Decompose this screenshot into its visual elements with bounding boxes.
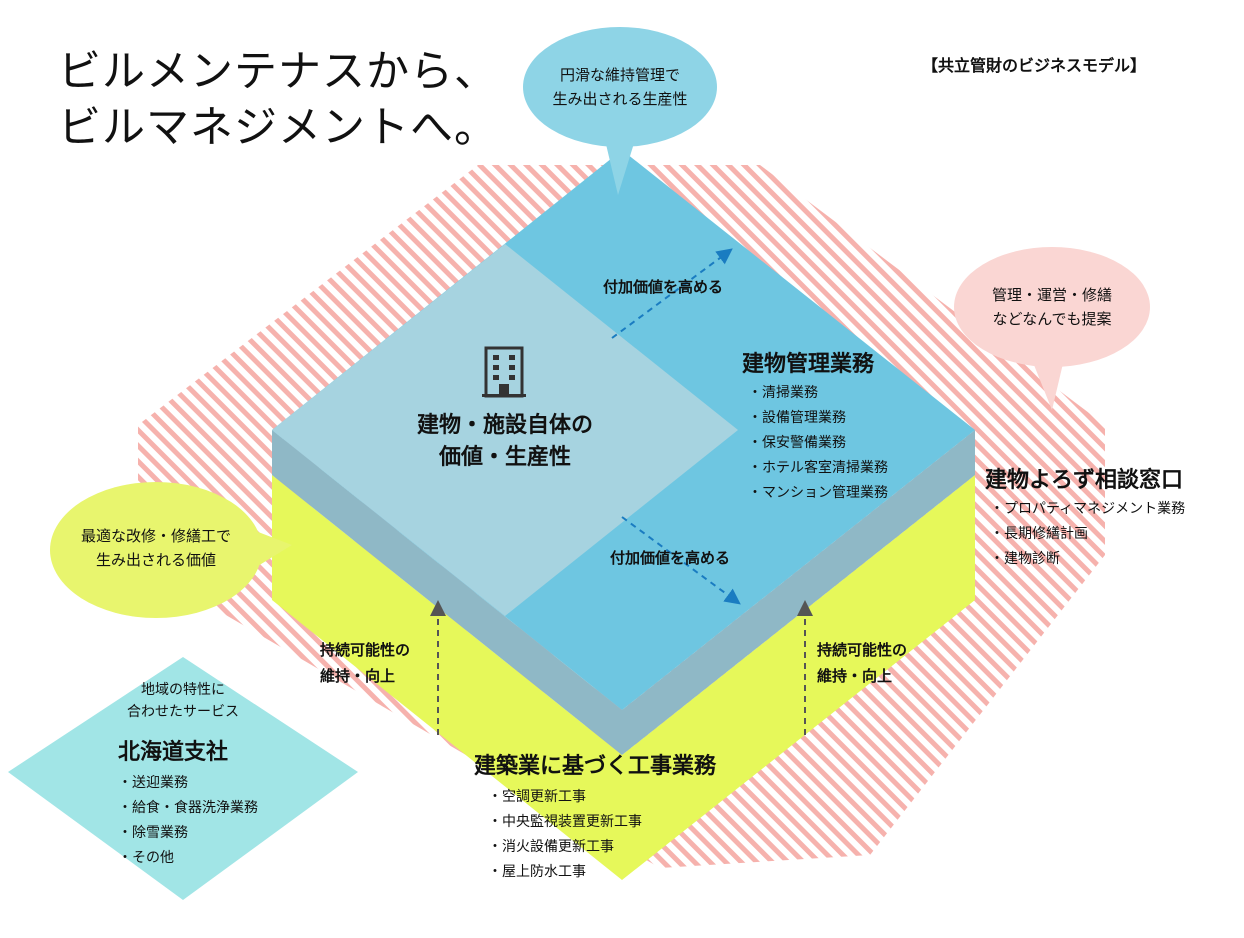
list-item: 保安警備業務 <box>748 431 888 456</box>
hokkaido-subtitle-line2: 合わせたサービス <box>127 704 239 720</box>
center-line2: 価値・生産性 <box>438 445 571 470</box>
list-item: プロパティマネジメント業務 <box>990 497 1185 522</box>
bubble-left-line2: 生み出される価値 <box>95 551 216 569</box>
list-item: マンション管理業務 <box>748 481 888 506</box>
center-value-text: 建物・施設自体の 価値・生産性 <box>395 410 615 474</box>
list-item: ホテル客室清掃業務 <box>748 456 888 481</box>
list-item: 清掃業務 <box>748 381 888 406</box>
list-item: 送迎業務 <box>118 771 258 796</box>
hokkaido-subtitle: 地域の特性に 合わせたサービス <box>98 679 268 723</box>
hokkaido-title: 北海道支社 <box>118 740 229 765</box>
bubble-left <box>50 482 292 618</box>
sustain-label-left: 持続可能性の 維持・向上 <box>320 637 410 689</box>
list-item: 屋上防水工事 <box>488 860 642 885</box>
consultation-list: プロパティマネジメント業務 長期修繕計画 建物診断 <box>990 497 1185 572</box>
bubble-right-line2: などなんでも提案 <box>992 310 1112 328</box>
bubble-top-line1: 円滑な維持管理で <box>559 66 680 84</box>
building-mgmt-list: 清掃業務 設備管理業務 保安警備業務 ホテル客室清掃業務 マンション管理業務 <box>748 381 888 506</box>
value-arrow-top <box>611 248 733 339</box>
bubble-left-line1: 最適な改修・修繕工で <box>80 527 231 545</box>
bubble-top <box>523 27 717 195</box>
bubble-top-text: 円滑な維持管理で 生み出される生産性 <box>534 63 706 111</box>
sustain-right-line2: 維持・向上 <box>817 667 893 685</box>
hokkaido-subtitle-line1: 地域の特性に <box>141 682 225 698</box>
construction-title: 建築業に基づく工事業務 <box>474 754 717 779</box>
headline-line2: ビルマネジメントへ。 <box>58 103 498 153</box>
list-item: 除雪業務 <box>118 821 258 846</box>
headline-line1: ビルメンテナスから、 <box>58 47 498 97</box>
sustain-label-right: 持続可能性の 維持・向上 <box>817 637 907 689</box>
model-label: 【共立管財のビジネスモデル】 <box>922 56 1147 75</box>
list-item: 中央監視装置更新工事 <box>488 810 642 835</box>
bubble-right-line1: 管理・運営・修繕 <box>991 286 1112 304</box>
bubble-top-line2: 生み出される生産性 <box>552 90 688 108</box>
bubble-right <box>954 247 1150 410</box>
center-line1: 建物・施設自体の <box>416 413 593 438</box>
building-icon <box>482 346 526 398</box>
list-item: 建物診断 <box>990 547 1185 572</box>
list-item: 長期修繕計画 <box>990 522 1185 547</box>
value-arrow-mid <box>621 516 741 605</box>
list-item: 空調更新工事 <box>488 785 642 810</box>
bubble-right-text: 管理・運営・修繕 などなんでも提案 <box>966 283 1138 331</box>
arrow-label-mid: 付加価値を高める <box>610 549 731 567</box>
hokkaido-list: 送迎業務 給食・食器洗浄業務 除雪業務 その他 <box>118 771 258 871</box>
list-item: その他 <box>118 846 258 871</box>
sustain-left-line2: 維持・向上 <box>320 667 396 685</box>
building-value-core <box>272 244 738 616</box>
sustain-right-line1: 持続可能性の <box>817 641 908 659</box>
list-item: 給食・食器洗浄業務 <box>118 796 258 821</box>
arrow-label-top: 付加価値を高める <box>603 278 724 296</box>
construction-list: 空調更新工事 中央監視装置更新工事 消火設備更新工事 屋上防水工事 <box>488 785 642 885</box>
building-mgmt-title: 建物管理業務 <box>742 352 875 377</box>
sustain-left-line1: 持続可能性の <box>320 641 411 659</box>
list-item: 設備管理業務 <box>748 406 888 431</box>
list-item: 消火設備更新工事 <box>488 835 642 860</box>
consultation-title: 建物よろず相談窓口 <box>985 468 1184 493</box>
bubble-left-text: 最適な改修・修繕工で 生み出される価値 <box>58 524 254 572</box>
headline: ビルメンテナスから、 ビルマネジメントへ。 <box>58 44 498 156</box>
